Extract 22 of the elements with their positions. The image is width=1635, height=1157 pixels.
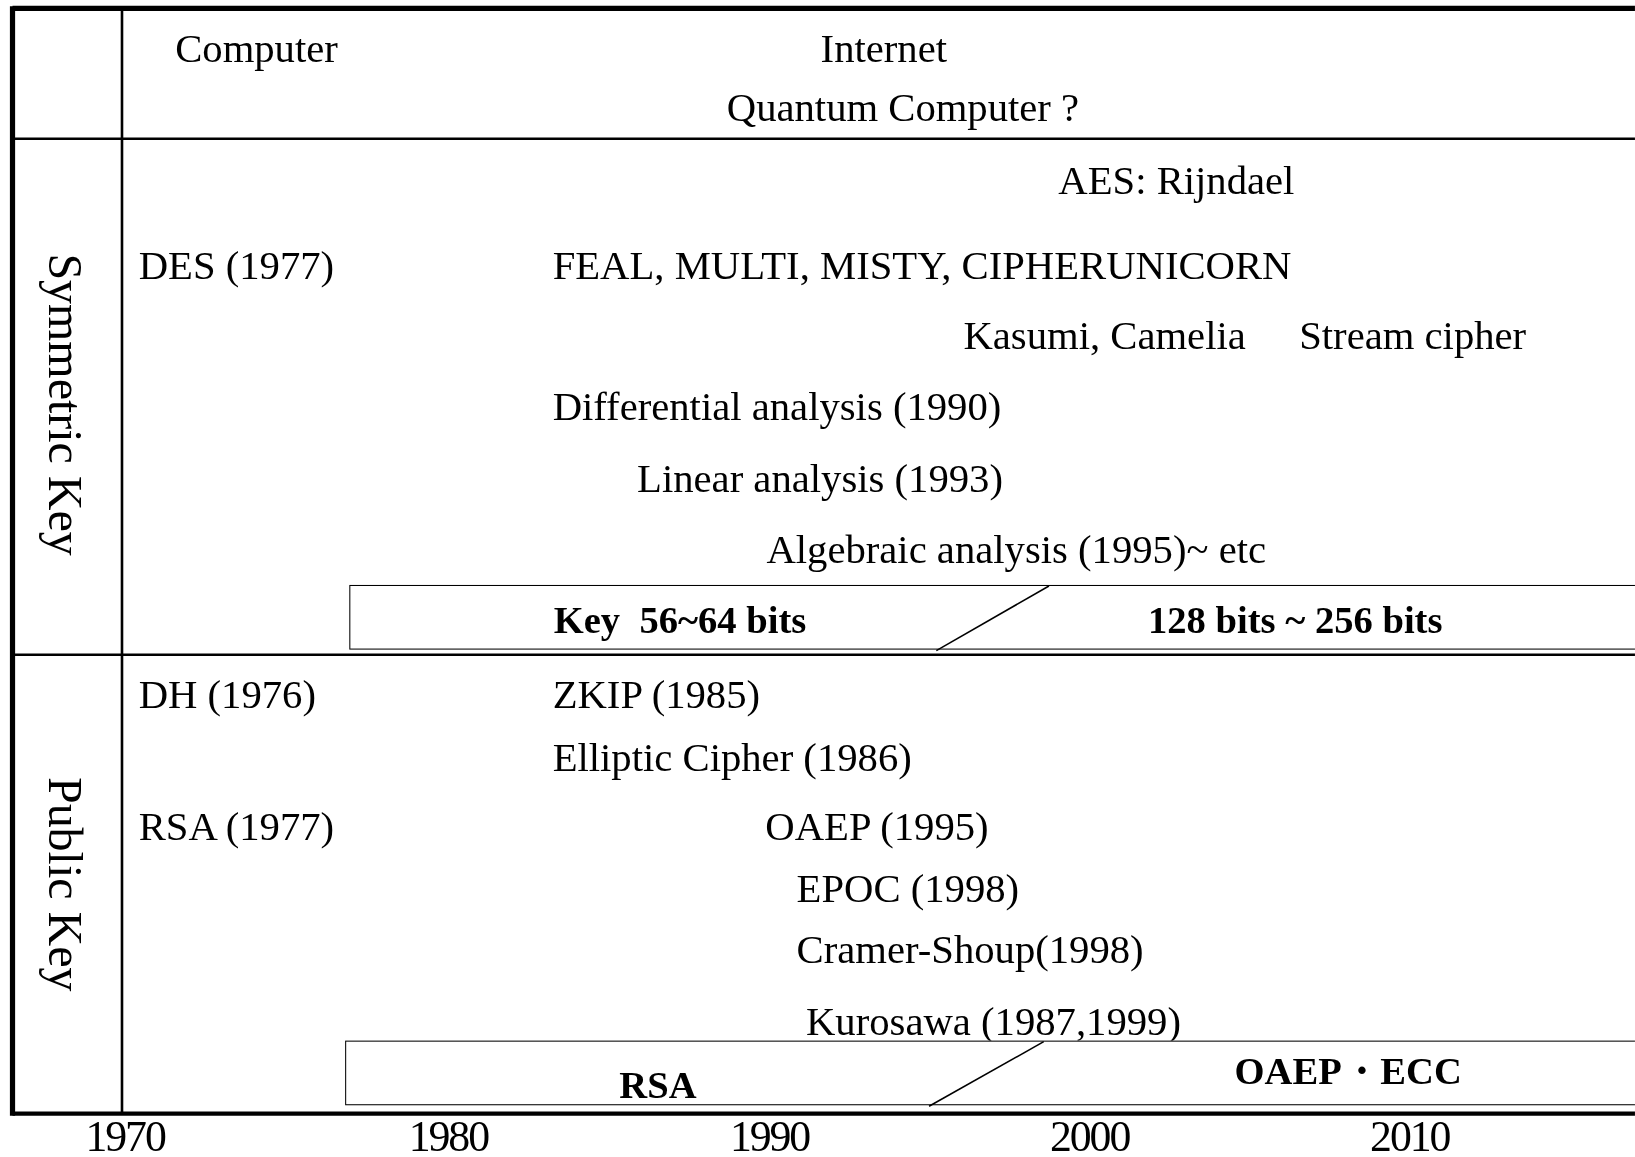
bar-text: 128 bits ~ 256 bits [1148,600,1443,639]
timeline-entry: Kasumi, Camelia [963,314,1246,356]
timeline-entry: RSA (1977) [138,805,335,847]
key-length-bar [349,584,1635,650]
axis-year-label: 2000 [1050,1114,1130,1157]
axis-year-label: 1980 [408,1114,488,1157]
timeline-entry: Cramer-Shoup(1998) [796,928,1144,970]
axis-year-label: 1990 [729,1114,810,1157]
row-header: Public Key [40,776,89,992]
row-header: Symmetric Key [40,253,89,556]
axis-year-label: 2010 [1370,1114,1450,1157]
timeline-entry: DES (1977) [138,244,335,286]
bar-text: Key 56~64 bits [553,600,807,639]
axis-year-label: 1970 [85,1114,165,1157]
timeline-entry: Stream cipher [1299,314,1527,356]
bar-text: OAEP・ECC [1234,1051,1462,1091]
timeline-entry: FEAL, MULTI, MISTY, CIPHERUNICORN [552,244,1292,286]
column-header: Internet [820,26,948,68]
timeline-entry: Kurosawa (1987,1999) [806,1000,1181,1042]
key-length-bar [345,1040,1635,1106]
timeline-entry: OAEP (1995) [765,805,989,847]
bar-text: RSA [619,1065,697,1104]
